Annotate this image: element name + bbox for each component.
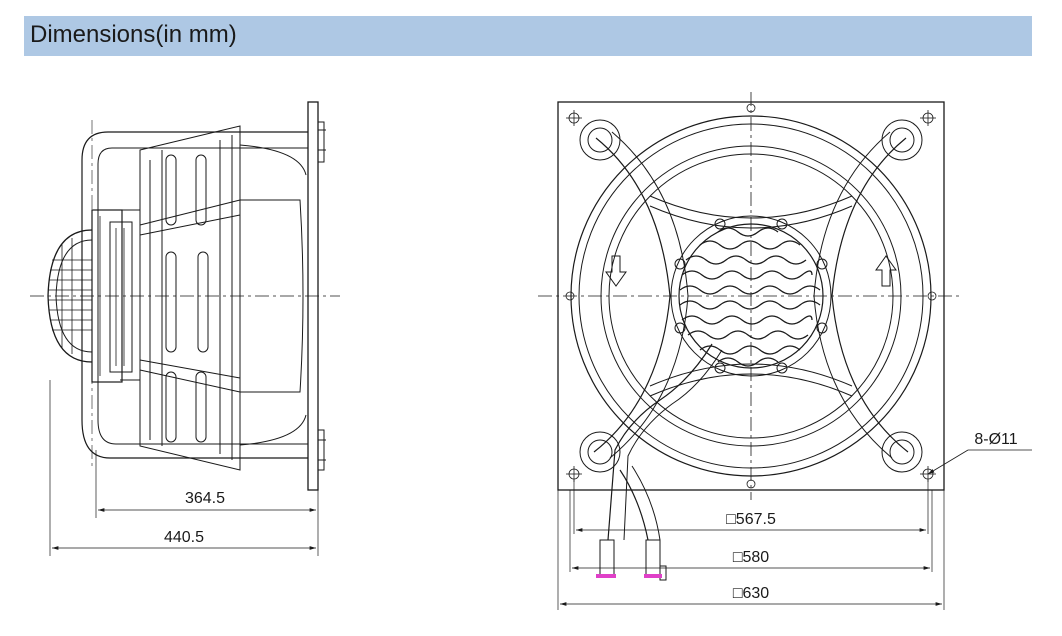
- hole-callout-leader: [927, 449, 969, 475]
- side-view: [30, 101, 340, 556]
- connector-1: [599, 539, 615, 577]
- corner-lug-bl: [579, 431, 621, 473]
- guard-strut-left: [593, 137, 671, 453]
- hole-callout-label: 8-Ø11: [974, 431, 1017, 448]
- cable-2: [619, 469, 649, 541]
- connector-2: [645, 539, 661, 577]
- rotation-arrow-right: [875, 255, 897, 287]
- outer-ring: [570, 115, 932, 477]
- rotation-arrow-left: [605, 255, 627, 287]
- guard-strut-right: [831, 137, 909, 453]
- corner-lug-tl: [579, 119, 621, 161]
- corner-lug-tr: [881, 119, 923, 161]
- mounting-plate: [307, 101, 319, 491]
- dim-label-outer: 440.5: [164, 529, 204, 546]
- dim-label-inner: 364.5: [185, 490, 225, 507]
- section-header: Dimensions(in mm): [24, 16, 1032, 56]
- motor-cap: [47, 229, 93, 363]
- section-title: Dimensions(in mm): [30, 21, 237, 48]
- motor-hub: [678, 223, 824, 369]
- motor-housing: [91, 209, 123, 383]
- dim-label-outer-square: □630: [733, 585, 769, 602]
- impeller-body: [139, 125, 241, 471]
- dim-label-mid-square: □580: [733, 549, 769, 566]
- cable-1: [607, 343, 713, 541]
- corner-lug-br: [881, 431, 923, 473]
- front-view: [538, 92, 1032, 610]
- motor-hub-fins: [679, 227, 821, 367]
- mounting-holes: [565, 103, 937, 489]
- dim-label-bolt-square: □567.5: [726, 511, 776, 528]
